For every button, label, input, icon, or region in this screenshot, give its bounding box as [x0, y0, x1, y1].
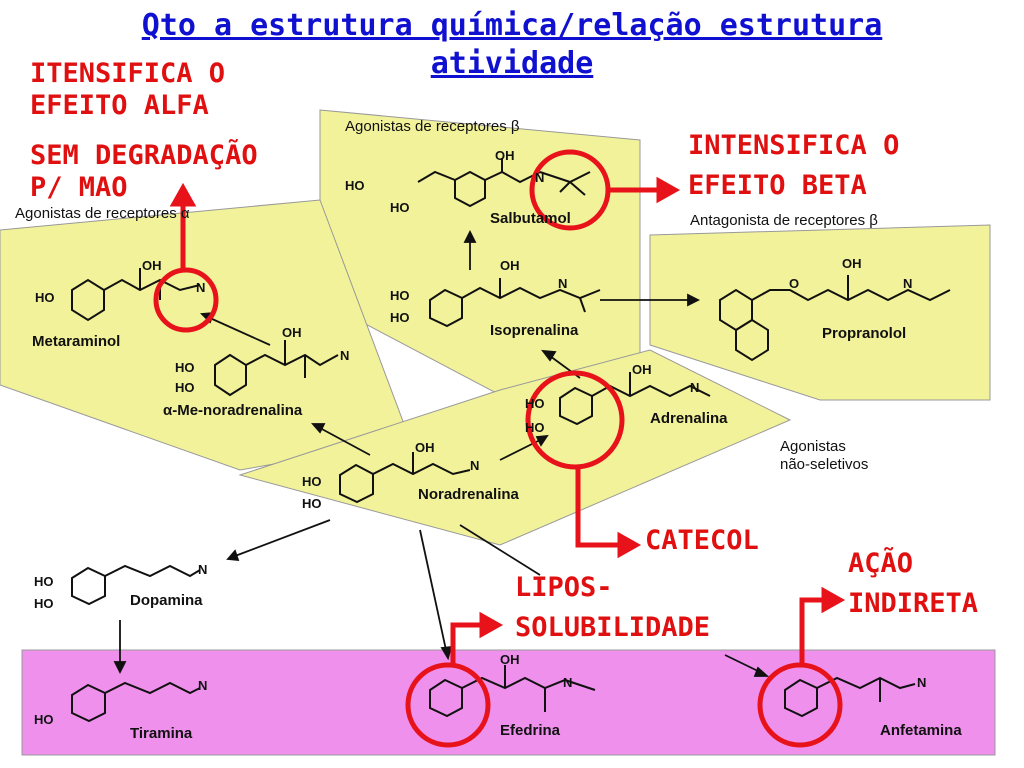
- atom-o: O: [789, 276, 800, 291]
- annotation-acao-line2: INDIRETA: [848, 588, 979, 619]
- atom-n: N: [917, 675, 927, 690]
- atom-n: N: [690, 380, 700, 395]
- atom-n: N: [196, 280, 206, 295]
- compound-noradrenalina: Noradrenalina: [418, 486, 519, 503]
- annotation-alfa-line2: EFEITO ALFA: [30, 90, 209, 121]
- compound-salbutamol: Salbutamol: [490, 210, 571, 227]
- annotation-alfa-line1: ITENSIFICA O: [30, 58, 226, 89]
- atom-ho: HO: [390, 200, 410, 215]
- non-selective-panel: [238, 349, 792, 546]
- compound-propranolol: Propranolol: [822, 325, 907, 342]
- efedrina-ring: [429, 678, 463, 718]
- atom-ho: HO: [302, 496, 322, 511]
- compound-isoprenalina: Isoprenalina: [490, 322, 579, 339]
- atom-oh: OH: [500, 258, 520, 273]
- atom-ho: HO: [34, 574, 54, 589]
- atom-n: N: [558, 276, 568, 291]
- atom-ho: HO: [525, 420, 545, 435]
- label-nonselective-line2: não-seletivos: [780, 456, 869, 473]
- anfetamina-ring: [784, 678, 818, 718]
- metaraminol-circle: [153, 267, 219, 333]
- annotation-lipo-line2: SOLUBILIDADE: [515, 612, 711, 643]
- red-arrows: [169, 176, 846, 665]
- compound-anfetamina: Anfetamina: [880, 722, 962, 739]
- atom-ho: HO: [390, 310, 410, 325]
- atom-n: N: [563, 675, 573, 690]
- atom-n: N: [198, 678, 208, 693]
- compound-tiramina: Tiramina: [130, 725, 193, 742]
- compound-adrenalina: Adrenalina: [650, 410, 728, 427]
- annotation-mao-line1: SEM DEGRADAÇÃO: [30, 140, 258, 171]
- atom-ho: HO: [34, 596, 54, 611]
- efedrina-circle: [405, 662, 491, 748]
- atom-n: N: [340, 348, 350, 363]
- atom-ho: HO: [34, 712, 54, 727]
- annotation-acao-line1: AÇÃO: [848, 548, 914, 579]
- atom-oh: OH: [842, 256, 862, 271]
- metaraminol-ring: [71, 278, 105, 322]
- compound-me-noradrenalina: α-Me-noradrenalina: [163, 402, 303, 419]
- atom-ho: HO: [175, 380, 195, 395]
- atom-n: N: [535, 170, 545, 185]
- page-title-line2: atividade: [430, 46, 594, 81]
- atom-oh: OH: [282, 325, 302, 340]
- annotation-mao-line2: P/ MAO: [30, 172, 128, 203]
- relation-arrows: [113, 229, 770, 677]
- atom-ho: HO: [390, 288, 410, 303]
- page-title: Qto a estrutura química/relação estrutur…: [141, 8, 883, 43]
- atom-ho: HO: [345, 178, 365, 193]
- indirect-action-panel: [21, 649, 996, 756]
- atom-n: N: [470, 458, 480, 473]
- atom-ho: HO: [302, 474, 322, 489]
- dopamina-ring: [71, 566, 106, 606]
- atom-ho: HO: [525, 396, 545, 411]
- compound-metaraminol: Metaraminol: [32, 333, 121, 350]
- atom-oh: OH: [142, 258, 162, 273]
- salbutamol-ring: [454, 170, 486, 208]
- atom-n: N: [198, 562, 208, 577]
- propranolol-ring-2: [735, 318, 769, 362]
- label-beta-agonists: Agonistas de receptores β: [345, 118, 520, 135]
- adrenalina-ring: [559, 386, 593, 426]
- annotation-lipo-line1: LIPOS-: [515, 572, 613, 603]
- adrenalina-circle: [525, 370, 625, 470]
- atom-oh: OH: [415, 440, 435, 455]
- beta-antagonist-panel: [649, 224, 991, 401]
- compound-efedrina: Efedrina: [500, 722, 561, 739]
- isoprenalina-ring: [429, 288, 463, 328]
- atom-ho: HO: [35, 290, 55, 305]
- tiramina-ring: [71, 683, 106, 723]
- label-nonselective-line1: Agonistas: [780, 438, 846, 455]
- noradrenalina-ring: [339, 463, 374, 504]
- annotation-beta-line1: INTENSIFICA O: [688, 130, 900, 161]
- me-noradrenalina-ring: [214, 353, 247, 397]
- label-alpha-agonists: Agonistas de receptores α: [15, 205, 190, 222]
- atom-oh: OH: [500, 652, 520, 667]
- atom-ho: HO: [175, 360, 195, 375]
- compound-dopamina: Dopamina: [130, 592, 203, 609]
- label-beta-antagonist: Antagonista de receptores β: [690, 212, 878, 229]
- atom-oh: OH: [632, 362, 652, 377]
- atom-n: N: [903, 276, 913, 291]
- atom-oh: OH: [495, 148, 515, 163]
- annotation-beta-line2: EFEITO BETA: [688, 170, 867, 201]
- annotation-catecol: CATECOL: [645, 525, 759, 556]
